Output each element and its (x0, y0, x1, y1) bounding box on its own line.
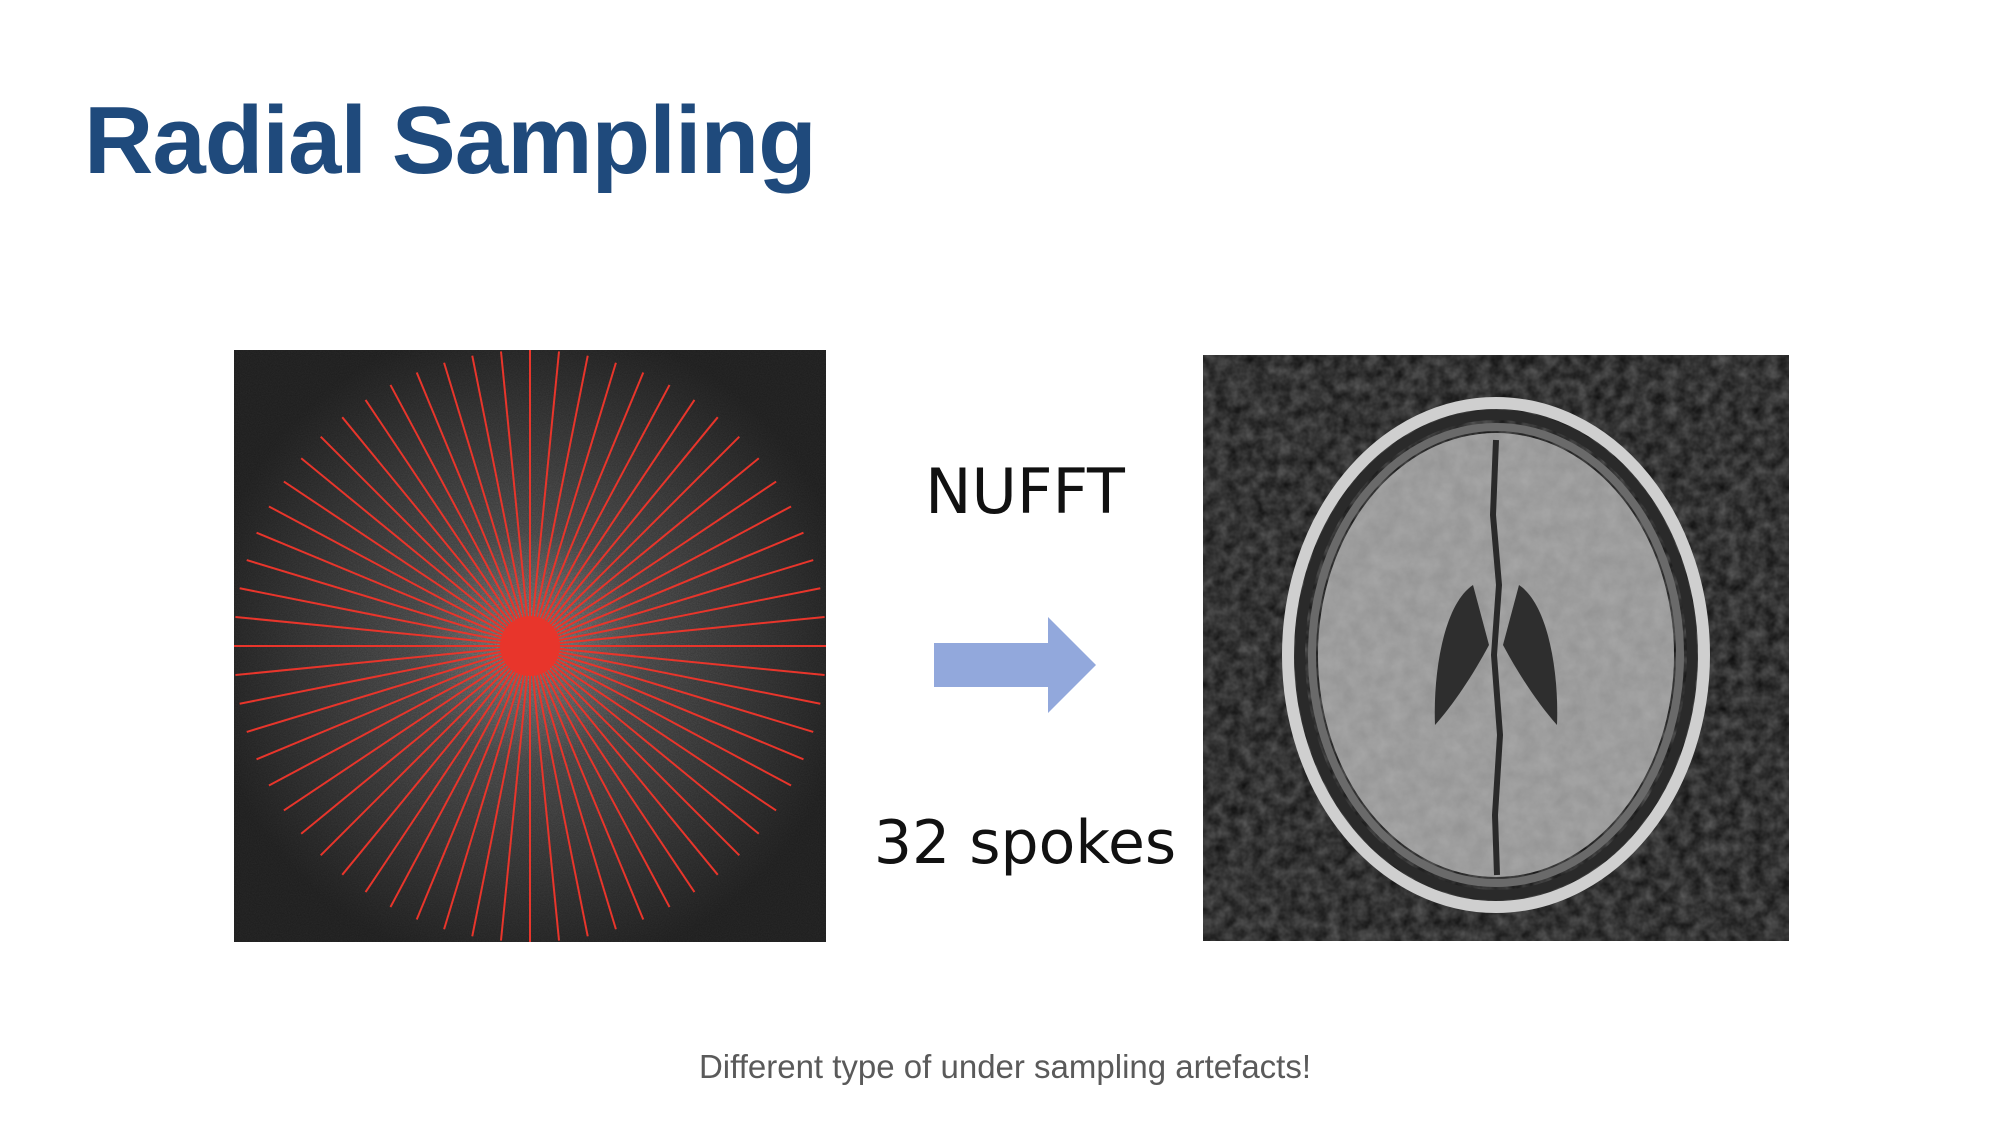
spokes-count-label: 32 spokes (873, 808, 1177, 878)
slide-caption: Different type of under sampling artefac… (698, 1048, 1312, 1085)
kspace-center (500, 616, 560, 676)
nufft-label: NUFFT (925, 455, 1125, 528)
arrow-right-icon (934, 617, 1096, 713)
kspace-sampling-image (234, 350, 826, 942)
slide-title: Radial Sampling (84, 87, 817, 194)
reconstructed-brain-image (1203, 355, 1789, 941)
